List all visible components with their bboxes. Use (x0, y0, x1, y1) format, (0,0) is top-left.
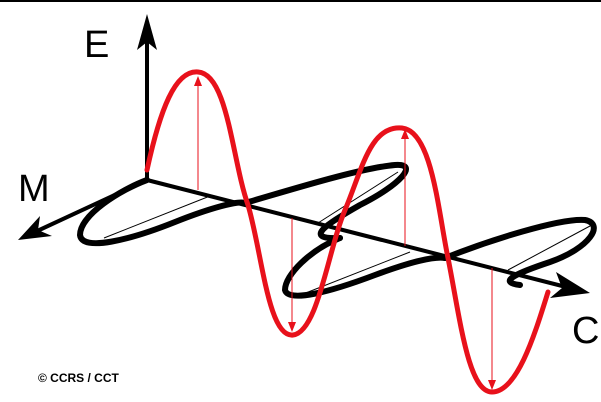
electric-field-vectors (197, 82, 493, 384)
copyright-text: © CCRS / CCT (38, 371, 119, 385)
magnetic-field-vectors (103, 171, 591, 297)
c-axis-line (146, 178, 571, 290)
c-axis-label: C (572, 310, 600, 352)
m-axis-arrowhead (18, 216, 52, 240)
e-axis-arrowhead (137, 14, 157, 50)
top-border-line (0, 0, 601, 2)
c-axis-arrowhead (550, 272, 590, 298)
e-axis-label: E (84, 24, 110, 66)
electric-vector-heads (194, 76, 496, 390)
electric-wave (144, 69, 551, 395)
m-axis-label: M (18, 168, 50, 210)
